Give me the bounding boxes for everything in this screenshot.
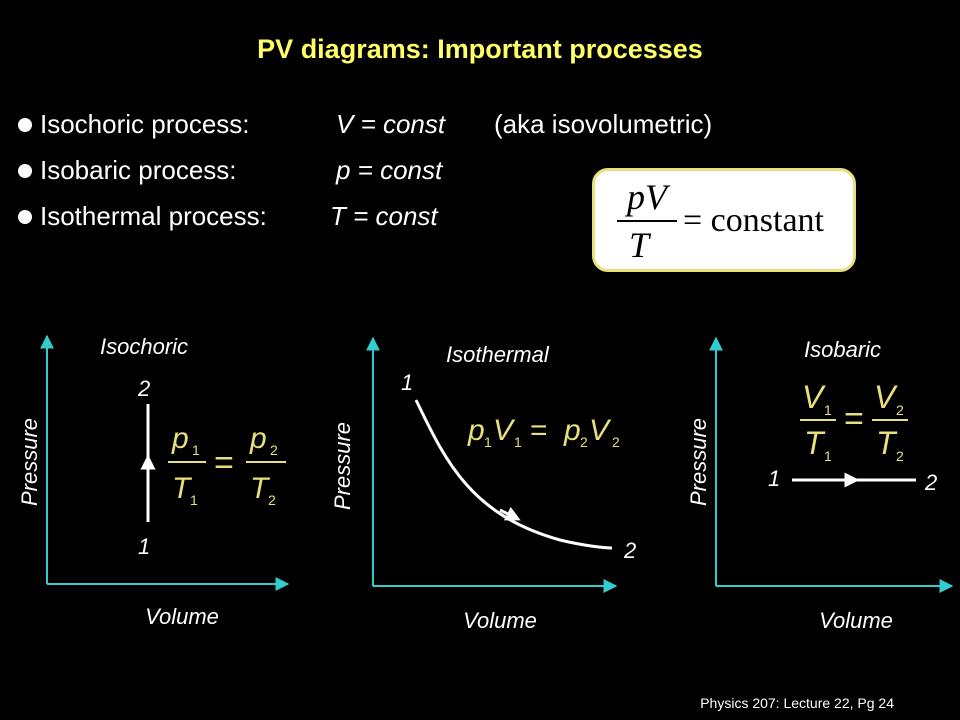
isochoric-diagram: Isochoric Pressure Volume 1 2 p 1 T 1 = …	[17, 334, 290, 629]
bullet-label: Isothermal process:	[40, 201, 267, 231]
svg-text:1: 1	[514, 434, 522, 450]
svg-text:=: =	[214, 444, 234, 482]
bullet-label: Isobaric process:	[40, 155, 237, 185]
svg-text:1: 1	[484, 434, 492, 450]
bullet-dot-icon	[18, 164, 32, 178]
bullet-equation: T = const	[330, 201, 438, 231]
x-axis-label: Volume	[819, 608, 893, 633]
svg-text:T: T	[876, 425, 898, 461]
x-axis-label: Volume	[145, 604, 219, 629]
svg-text:T: T	[172, 472, 193, 505]
diagram-title: Isochoric	[100, 334, 188, 359]
svg-text:2: 2	[270, 442, 278, 458]
isobaric-diagram: Isobaric Pressure Volume 1 2 V 1 T 1 = V…	[686, 336, 954, 633]
svg-text:p: p	[563, 414, 581, 447]
y-axis-label: Pressure	[330, 422, 355, 510]
isothermal-formula: p 1 V 1 = p 2 V 2	[467, 414, 620, 450]
svg-text:p: p	[171, 422, 189, 455]
direction-arrow	[499, 506, 521, 521]
svg-text:p: p	[467, 414, 485, 447]
formula-numerator: pV	[624, 177, 671, 217]
bullet-equation: V = const	[336, 109, 446, 139]
process-path	[414, 399, 613, 550]
state-1-label: 1	[401, 370, 413, 395]
isothermal-diagram: Isothermal Pressure Volume 1 2 p 1 V 1 =…	[330, 336, 636, 633]
isochoric-formula: p 1 T 1 = p 2 T 2	[168, 422, 286, 508]
svg-text:1: 1	[192, 442, 200, 458]
y-axis-label: Pressure	[17, 418, 42, 506]
diagram-title: Isothermal	[446, 342, 550, 367]
bullet-label: Isochoric process:	[40, 109, 250, 139]
svg-text:V: V	[802, 379, 826, 415]
formula-denominator: T	[629, 225, 652, 265]
bullet-equation: p = const	[336, 155, 443, 185]
state-1-label: 1	[768, 466, 780, 491]
bullet-dot-icon	[18, 118, 32, 132]
diagram-title: Isobaric	[804, 337, 881, 362]
svg-text:1: 1	[824, 402, 832, 418]
svg-text:2: 2	[580, 434, 588, 450]
ideal-gas-formula: pV T = constant	[617, 177, 825, 265]
svg-text:2: 2	[268, 492, 276, 508]
svg-text:=: =	[530, 414, 548, 447]
svg-text:T: T	[250, 472, 271, 505]
svg-text:V: V	[589, 414, 612, 447]
svg-text:2: 2	[896, 448, 904, 464]
bullet-note: (aka isovolumetric)	[494, 109, 713, 139]
svg-text:V: V	[874, 379, 898, 415]
bullet-dot-icon	[18, 210, 32, 224]
y-axis-label: Pressure	[686, 418, 711, 506]
x-axis-label: Volume	[463, 608, 537, 633]
formula-rhs: = constant	[683, 202, 825, 239]
footer-slide-info: Physics 207: Lecture 22, Pg 24	[700, 695, 894, 711]
svg-text:1: 1	[824, 448, 832, 464]
svg-text:2: 2	[612, 434, 620, 450]
svg-text:T: T	[804, 425, 826, 461]
state-1-label: 1	[138, 534, 150, 559]
svg-text:=: =	[844, 400, 864, 438]
svg-text:V: V	[493, 414, 516, 447]
svg-text:p: p	[249, 422, 267, 455]
ideal-gas-formula-box: pV T = constant	[592, 168, 856, 272]
isobaric-formula: V 1 T 1 = V 2 T 2	[800, 379, 908, 464]
state-2-label: 2	[137, 376, 150, 401]
state-2-label: 2	[623, 538, 636, 563]
state-2-label: 2	[924, 470, 937, 495]
svg-text:1: 1	[190, 492, 198, 508]
page-title: PV diagrams: Important processes	[257, 34, 703, 64]
svg-text:2: 2	[896, 402, 904, 418]
